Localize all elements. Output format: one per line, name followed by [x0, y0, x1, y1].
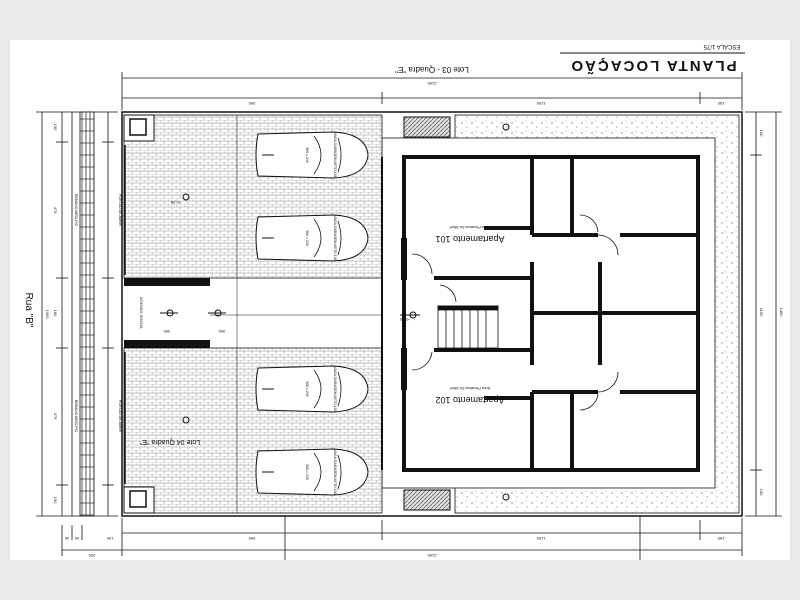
bottom-dimensions — [61, 500, 743, 560]
door-swing-icons — [411, 214, 619, 411]
dim-right-1: 150 — [759, 130, 764, 137]
parking-2-dims: 500 x 240 — [305, 230, 309, 245]
dim-right-2: 1100 — [759, 308, 764, 317]
scale-label: ESCALA 1/75 — [703, 43, 740, 49]
access-wall-top — [124, 278, 210, 286]
parking-2-label: VAGA GARAGEM APTO 101 — [333, 215, 337, 260]
parking-1-dims: 500 x 240 — [305, 147, 309, 162]
street-label: Rua "B" — [23, 293, 34, 328]
car-3-icon — [255, 365, 369, 413]
car-1-icon — [255, 131, 369, 179]
lot-label: Lote 03 - Quadra "E" — [395, 65, 469, 74]
dim-left-2: 475 — [53, 207, 58, 214]
curb-label-bottom: REBAIXO MEIO-FIO — [74, 400, 78, 433]
neighbor-lot-label: Lote 04 Quadra "E" — [139, 438, 200, 445]
dim-left-5: 150 — [53, 497, 58, 504]
dim-sidewalk-total: 200 — [88, 553, 95, 558]
parking-1-label: VAGA GARAGEM APTO 101 — [333, 132, 337, 177]
access-width-1: 300 — [163, 329, 170, 334]
dim-bottom-total: 2150 — [427, 553, 437, 558]
dim-left-1: 150 — [53, 124, 58, 131]
access-wall-bottom — [124, 340, 210, 348]
parking-3-label: VAGA GARAGEM APTO 102 — [333, 366, 337, 411]
dim-right-3: 150 — [759, 489, 764, 496]
dim-sidewalk-1: 100 — [106, 536, 113, 541]
dim-bottom-1: 900 — [248, 536, 255, 541]
parking-4-dims: 500 x 240 — [305, 464, 309, 479]
plan-title: PLANTA LOCAÇÃO — [569, 57, 736, 75]
parking-3-dims: 500 x 240 — [305, 381, 309, 396]
level-parking-label: +0,20 — [170, 200, 181, 205]
curb-label-top: REBAIXO MEIO-FIO — [74, 194, 78, 227]
right-dimensions — [745, 111, 782, 517]
dim-left-total: 1400 — [45, 310, 50, 320]
dim-bottom-2: 1100 — [536, 536, 545, 541]
dim-top-1: 900 — [248, 101, 255, 106]
dim-top-3: 150 — [717, 101, 724, 106]
meter-symbol-bottom — [129, 490, 147, 508]
building-walls — [381, 155, 700, 472]
stair-icon — [437, 305, 499, 349]
gas-box-top — [403, 116, 451, 138]
access-width-2: 300 — [218, 329, 225, 334]
social-access-label: ACESSO SOCIAL — [139, 297, 144, 330]
left-dimensions — [36, 111, 118, 517]
car-4-icon — [255, 448, 369, 496]
parking-4-label: VAGA GARAGEM APTO 102 — [333, 449, 337, 494]
dim-left-3: 180 — [53, 310, 58, 317]
dim-left-4: 475 — [53, 413, 58, 420]
level-marker-icons — [160, 123, 510, 501]
gate-label-bottom: PORTÃO DE ABRIR — [118, 400, 123, 432]
gas-box-bottom — [403, 489, 451, 511]
car-2-icon — [255, 214, 369, 262]
gate-label-top: PORTÃO DE ABRIR — [118, 194, 123, 226]
dim-sidewalk-2: 45 — [74, 536, 79, 541]
apartment-101-name: Apartamento 101 — [435, 234, 504, 244]
dim-top-total: 2150 — [427, 81, 437, 86]
dim-top-2: 1100 — [536, 101, 545, 106]
dim-bottom-3: 150 — [717, 536, 724, 541]
meter-symbol-top — [129, 118, 147, 136]
apartment-102-name: Apartamento 102 — [435, 395, 504, 405]
dim-right-total: 1400 — [779, 308, 784, 318]
apartment-101-area: Área Privativa 54,38m² — [449, 225, 490, 230]
apartment-102-area: Área Privativa 54,38m² — [449, 386, 490, 391]
curb-strip — [79, 111, 95, 517]
dim-sidewalk-3: 45 — [64, 536, 69, 541]
top-dimensions — [121, 72, 743, 110]
